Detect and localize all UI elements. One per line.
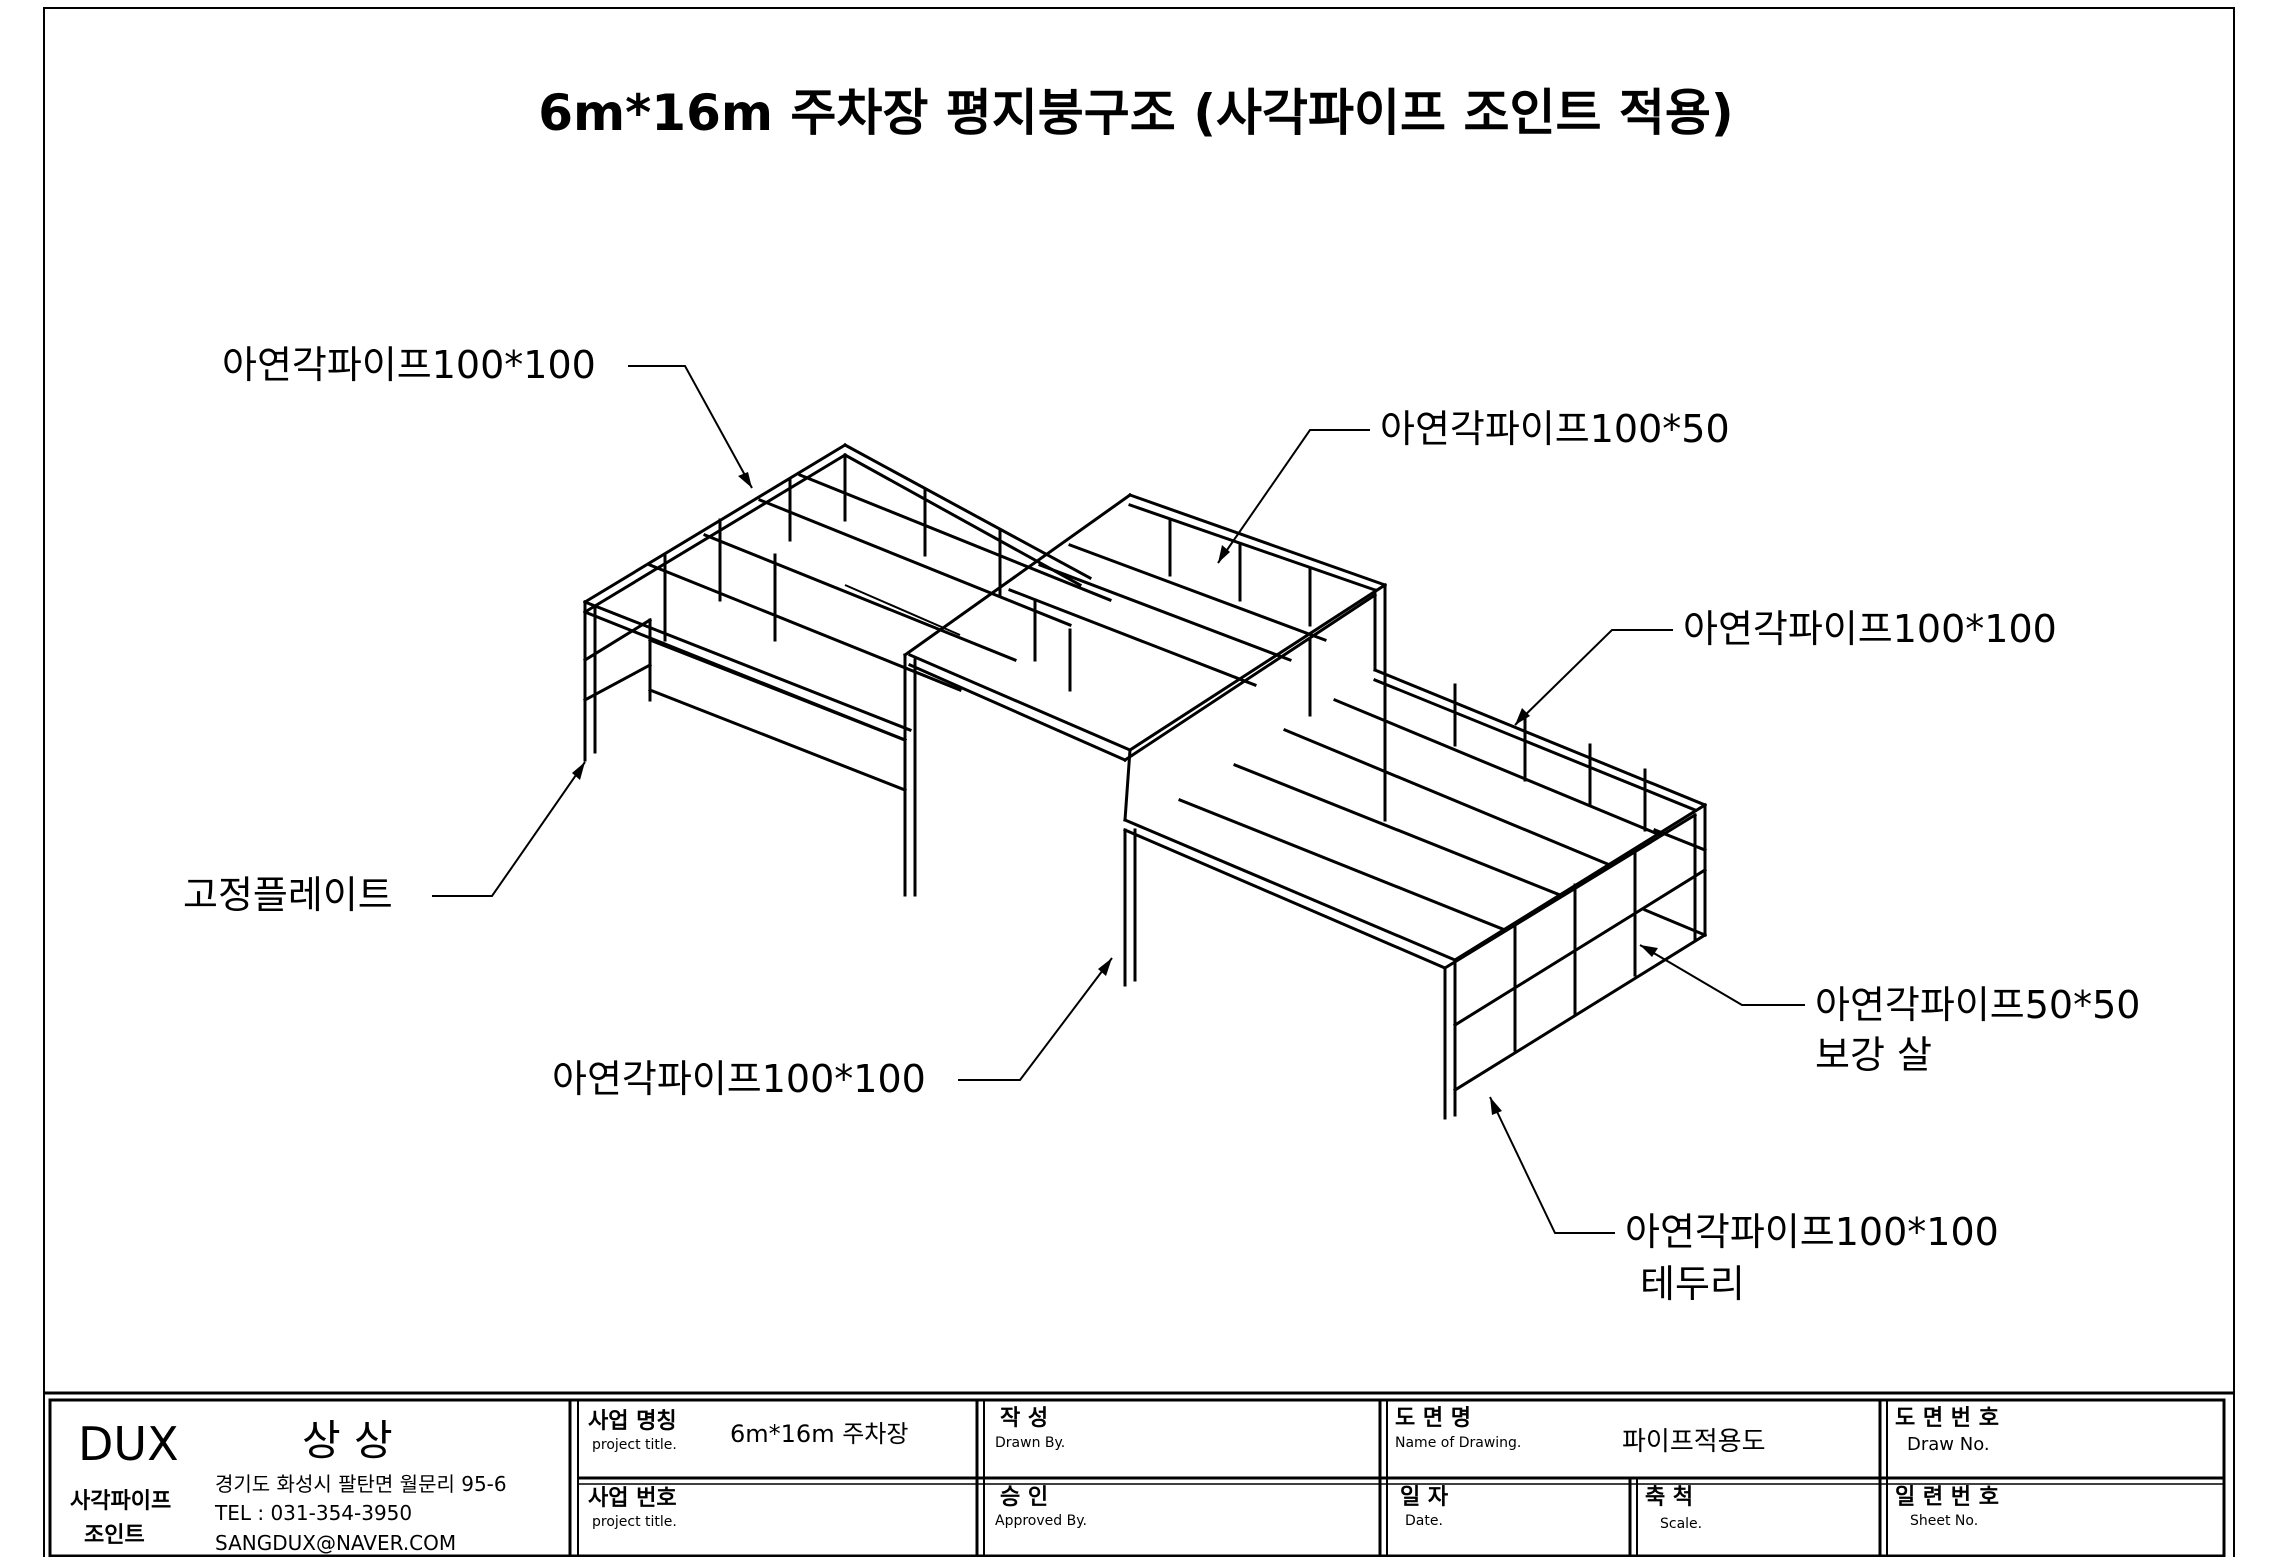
drawing-name-label-en: Name of Drawing. xyxy=(1395,1435,1521,1451)
callout-text: 아연각파이프100*100 xyxy=(1683,607,2057,651)
right-roof-frame xyxy=(1123,668,1708,971)
project-no-label: 사업 번호 xyxy=(588,1486,677,1511)
parking-canopy-structure xyxy=(582,442,1708,1120)
callout-text-line1: 아연각파이프50*50 xyxy=(1815,983,2140,1027)
draw-no-label: 도 면 번 호 xyxy=(1895,1406,1999,1431)
callout-column-pipe: 아연각파이프100*100 xyxy=(552,957,1113,1101)
project-no-label-en: project title. xyxy=(592,1514,677,1530)
date-label: 일 자 xyxy=(1400,1485,1449,1510)
approved-label: 승 인 xyxy=(1000,1485,1048,1510)
approved-label-en: Approved By. xyxy=(995,1513,1087,1529)
company-name: 상 상 xyxy=(302,1416,393,1465)
left-columns xyxy=(582,600,917,897)
callout-right-upper-pipe: 아연각파이프100*100 xyxy=(1514,607,2057,726)
right-edge-frame xyxy=(1123,688,1708,1120)
drawing-name-label: 도 면 명 xyxy=(1395,1406,1471,1431)
callout-top-center-pipe: 아연각파이프100*50 xyxy=(1217,407,1730,564)
draw-no-label-en: Draw No. xyxy=(1907,1434,1990,1455)
callout-text-line1: 아연각파이프100*100 xyxy=(1625,1210,1999,1254)
company-address: 경기도 화성시 팔탄면 월문리 95-6 xyxy=(215,1472,507,1496)
callout-text: 아연각파이프100*100 xyxy=(222,343,596,387)
left-roof-frame xyxy=(582,442,1132,762)
date-label-en: Date. xyxy=(1405,1513,1443,1529)
project-name-value: 6m*16m 주차장 xyxy=(730,1420,908,1448)
drawing-title: 6m*16m 주차장 평지붕구조 (사각파이프 조인트 적용) xyxy=(538,84,1733,142)
middle-roof-frame xyxy=(902,492,1388,822)
callout-text-line2: 테두리 xyxy=(1640,1262,1745,1306)
scale-label-en: Scale. xyxy=(1660,1516,1702,1532)
product-line2: 조인트 xyxy=(84,1523,145,1548)
callout-brace-pipe: 아연각파이프50*50 보강 살 xyxy=(1639,944,2140,1077)
callout-text-line2: 보강 살 xyxy=(1815,1033,1932,1077)
drawn-label: 작 성 xyxy=(1000,1406,1048,1431)
scale-label: 축 척 xyxy=(1645,1485,1693,1510)
company-brand: DUX xyxy=(78,1417,179,1471)
title-block: DUX 상 상 사각파이프 조인트 경기도 화성시 팔탄면 월문리 95-6 T… xyxy=(44,1391,2234,1557)
drawn-label-en: Drawn By. xyxy=(995,1435,1065,1451)
callout-text: 아연각파이프100*100 xyxy=(552,1057,926,1101)
sheet-no-label: 일 련 번 호 xyxy=(1895,1485,1999,1510)
callout-edge-pipe: 아연각파이프100*100 테두리 xyxy=(1489,1096,1999,1306)
callout-text: 아연각파이프100*50 xyxy=(1380,407,1730,451)
callout-top-left-pipe: 아연각파이프100*100 xyxy=(222,343,753,489)
company-email: SANGDUX@NAVER.COM xyxy=(215,1531,456,1555)
project-name-label-en: project title. xyxy=(592,1437,677,1453)
company-tel: TEL : 031-354-3950 xyxy=(214,1501,412,1525)
sheet-no-label-en: Sheet No. xyxy=(1910,1513,1978,1529)
project-name-label: 사업 명칭 xyxy=(588,1409,677,1434)
product-line1: 사각파이프 xyxy=(70,1489,171,1514)
sheet-border xyxy=(43,7,2235,1557)
callout-text: 고정플레이트 xyxy=(183,873,393,917)
callout-fixing-plate: 고정플레이트 xyxy=(183,761,586,917)
drawing-name-value: 파이프적용도 xyxy=(1622,1427,1766,1457)
